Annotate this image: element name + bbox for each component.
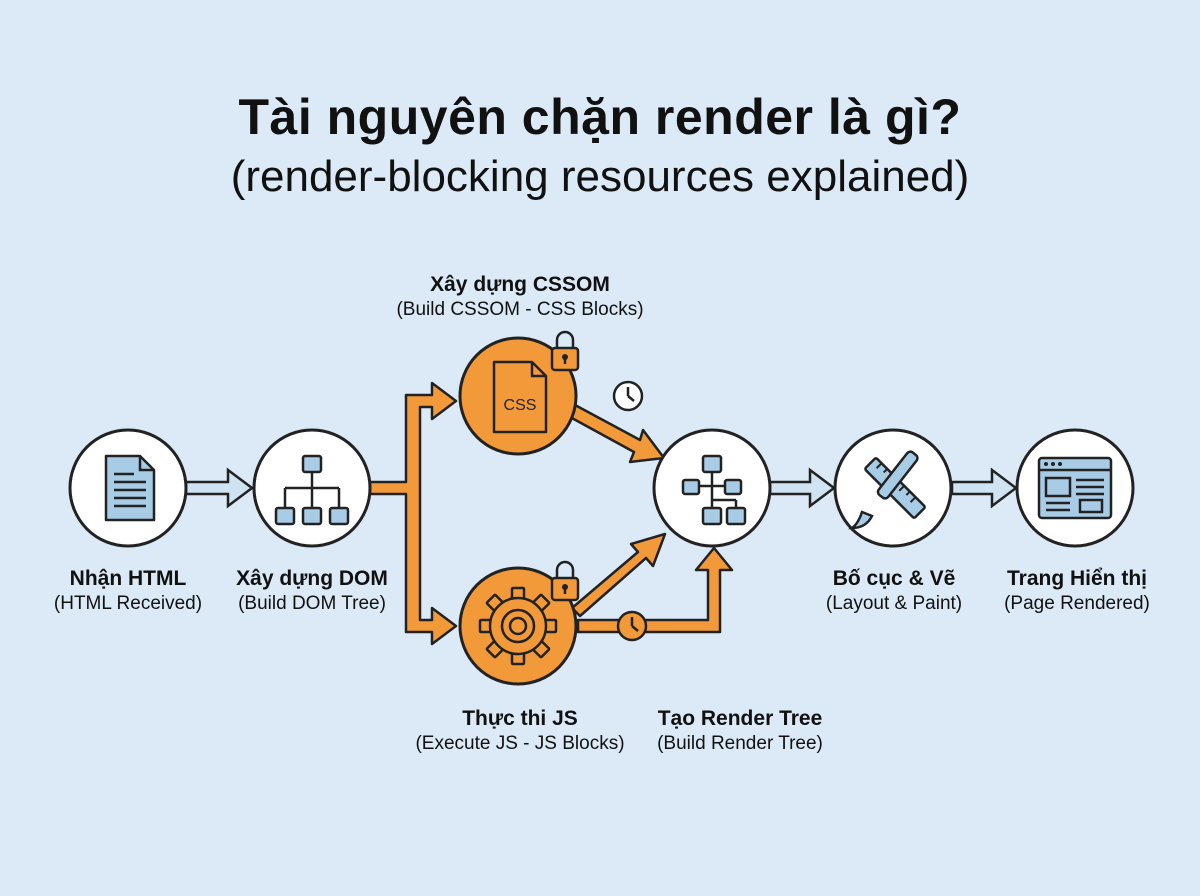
label-render-title: Tạo Render Tree: [657, 707, 823, 730]
label-render: Tạo Render Tree (Build Render Tree): [640, 706, 840, 756]
label-js-title: Thực thi JS: [462, 707, 578, 730]
node-html: [68, 428, 188, 548]
page-title: Tài nguyên chặn render là gì?: [238, 89, 962, 145]
node-css: CSS: [458, 330, 580, 456]
label-render-subtitle: (Build Render Tree): [657, 733, 823, 755]
arrow-layout-to-page: [950, 467, 1019, 509]
tree-icon: [681, 454, 747, 526]
arrow-render-to-layout: [768, 467, 837, 509]
node-page: [1015, 428, 1135, 548]
label-page-title: Trang Hiển thị: [1006, 567, 1147, 590]
label-css-title: Xây dựng CSSOM: [430, 273, 610, 296]
node-dom: [252, 428, 372, 548]
label-html-subtitle: (HTML Received): [53, 593, 203, 615]
lock-icon: [550, 330, 580, 372]
label-dom-subtitle: (Build DOM Tree): [238, 593, 386, 615]
arrow-js-delay-to-render: [576, 546, 734, 634]
label-css: Xây dựng CSSOM (Build CSSOM - CSS Blocks…: [370, 272, 670, 322]
arrow-js-to-render: [570, 532, 667, 618]
arrow-html-to-dom: [184, 467, 255, 509]
label-layout-title: Bố cục & Vẽ: [832, 567, 956, 590]
css-file-icon: CSS: [492, 360, 548, 434]
label-js: Thực thi JS (Execute JS - JS Blocks): [398, 706, 642, 756]
node-render-tree: [652, 428, 772, 548]
css-icon-text: CSS: [504, 397, 537, 414]
label-dom-title: Xây dựng DOM: [236, 567, 388, 590]
label-dom: Xây dựng DOM (Build DOM Tree): [212, 566, 412, 616]
arrow-dom-branch: [368, 381, 458, 646]
label-page: Trang Hiển thị (Page Rendered): [980, 566, 1174, 616]
tree-icon: [274, 454, 350, 526]
label-layout: Bố cục & Vẽ (Layout & Paint): [794, 566, 994, 616]
webpage-icon: [1037, 456, 1113, 520]
label-layout-subtitle: (Layout & Paint): [825, 593, 963, 615]
document-icon: [104, 454, 156, 522]
label-html: Nhận HTML (HTML Received): [28, 566, 228, 616]
label-js-subtitle: (Execute JS - JS Blocks): [415, 733, 625, 755]
label-page-subtitle: (Page Rendered): [1004, 593, 1150, 615]
lock-icon: [550, 560, 580, 602]
label-css-subtitle: (Build CSSOM - CSS Blocks): [396, 299, 644, 321]
clock-icon: [616, 610, 648, 642]
page-subtitle: (render-blocking resources explained): [230, 152, 970, 201]
clock-icon: [612, 380, 644, 412]
node-js: [458, 560, 580, 686]
ruler-brush-icon: [847, 450, 926, 530]
label-html-title: Nhận HTML: [69, 567, 187, 590]
arrow-css-to-render: [568, 403, 666, 464]
gear-icon: [478, 586, 558, 666]
node-layout: [833, 428, 953, 548]
